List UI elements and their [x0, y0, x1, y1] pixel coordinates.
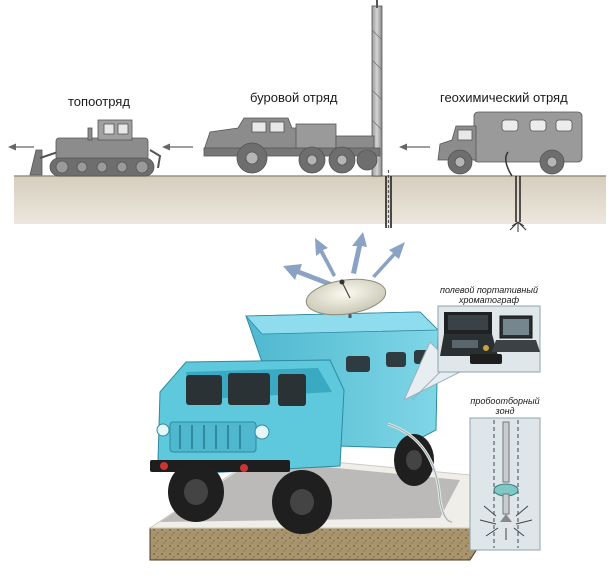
direction-arrow-left-1	[8, 143, 34, 151]
label-chromatograph-line2: хроматограф	[458, 295, 520, 305]
satellite-dish-icon	[305, 278, 387, 318]
label-topo-team: топоотряд	[68, 94, 130, 109]
probe-inset	[469, 417, 541, 551]
label-chromatograph-line1: полевой портативный	[440, 285, 538, 295]
label-geochem-team: геохимический отряд	[440, 90, 568, 105]
label-probe: пробоотборный зонд	[470, 396, 540, 416]
label-drilling-team: буровой отряд	[250, 90, 338, 105]
lab-truck-icon	[150, 311, 439, 534]
geochemical-truck-icon	[437, 111, 583, 175]
bulldozer-icon	[29, 119, 162, 177]
label-probe-line1: пробоотборный	[470, 396, 540, 406]
drilling-truck-icon	[203, 0, 383, 177]
ground-strip	[14, 176, 606, 224]
chromatograph-inset	[402, 305, 541, 402]
label-probe-line2: зонд	[495, 406, 515, 416]
direction-arrow-left-3	[399, 143, 430, 151]
chromatograph-pointer	[411, 371, 441, 401]
label-chromatograph: полевой портативный хроматограф	[436, 285, 542, 305]
borehole-icon	[385, 170, 392, 228]
geochem-probe-icon	[505, 151, 527, 232]
direction-arrow-left-2	[162, 143, 193, 151]
